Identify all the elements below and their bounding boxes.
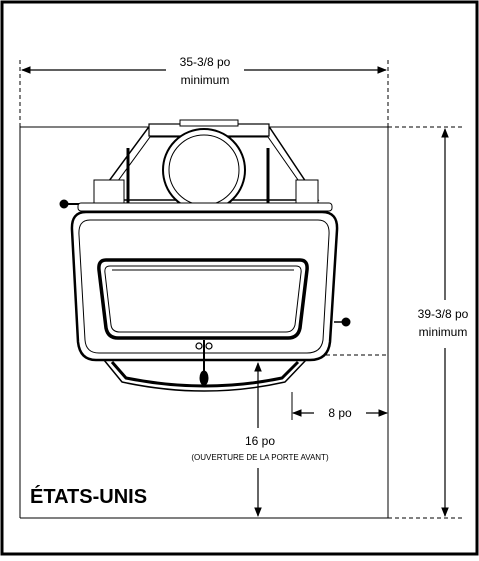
width-label: 35-3/8 po xyxy=(180,55,231,69)
extension-lines xyxy=(19,60,462,519)
depth-label: 39-3/8 po xyxy=(418,307,469,321)
region-label: ÉTATS-UNIS xyxy=(30,485,147,508)
depth-sublabel: minimum xyxy=(419,325,468,339)
width-dimension: 35-3/8 po minimum xyxy=(21,55,387,87)
front-label: 16 po xyxy=(245,434,275,448)
side-clearance-dimension: 8 po xyxy=(291,392,388,420)
width-sublabel: minimum xyxy=(181,73,230,87)
front-sublabel: (OUVERTURE DE LA PORTE AVANT) xyxy=(191,453,329,462)
front-clearance-dimension: 16 po (OUVERTURE DE LA PORTE AVANT) xyxy=(191,362,329,517)
depth-dimension: 39-3/8 po minimum xyxy=(418,128,469,517)
enclosure-outline xyxy=(19,126,389,519)
side-clearance-label: 8 po xyxy=(328,406,352,420)
stove-top-view xyxy=(59,119,351,392)
